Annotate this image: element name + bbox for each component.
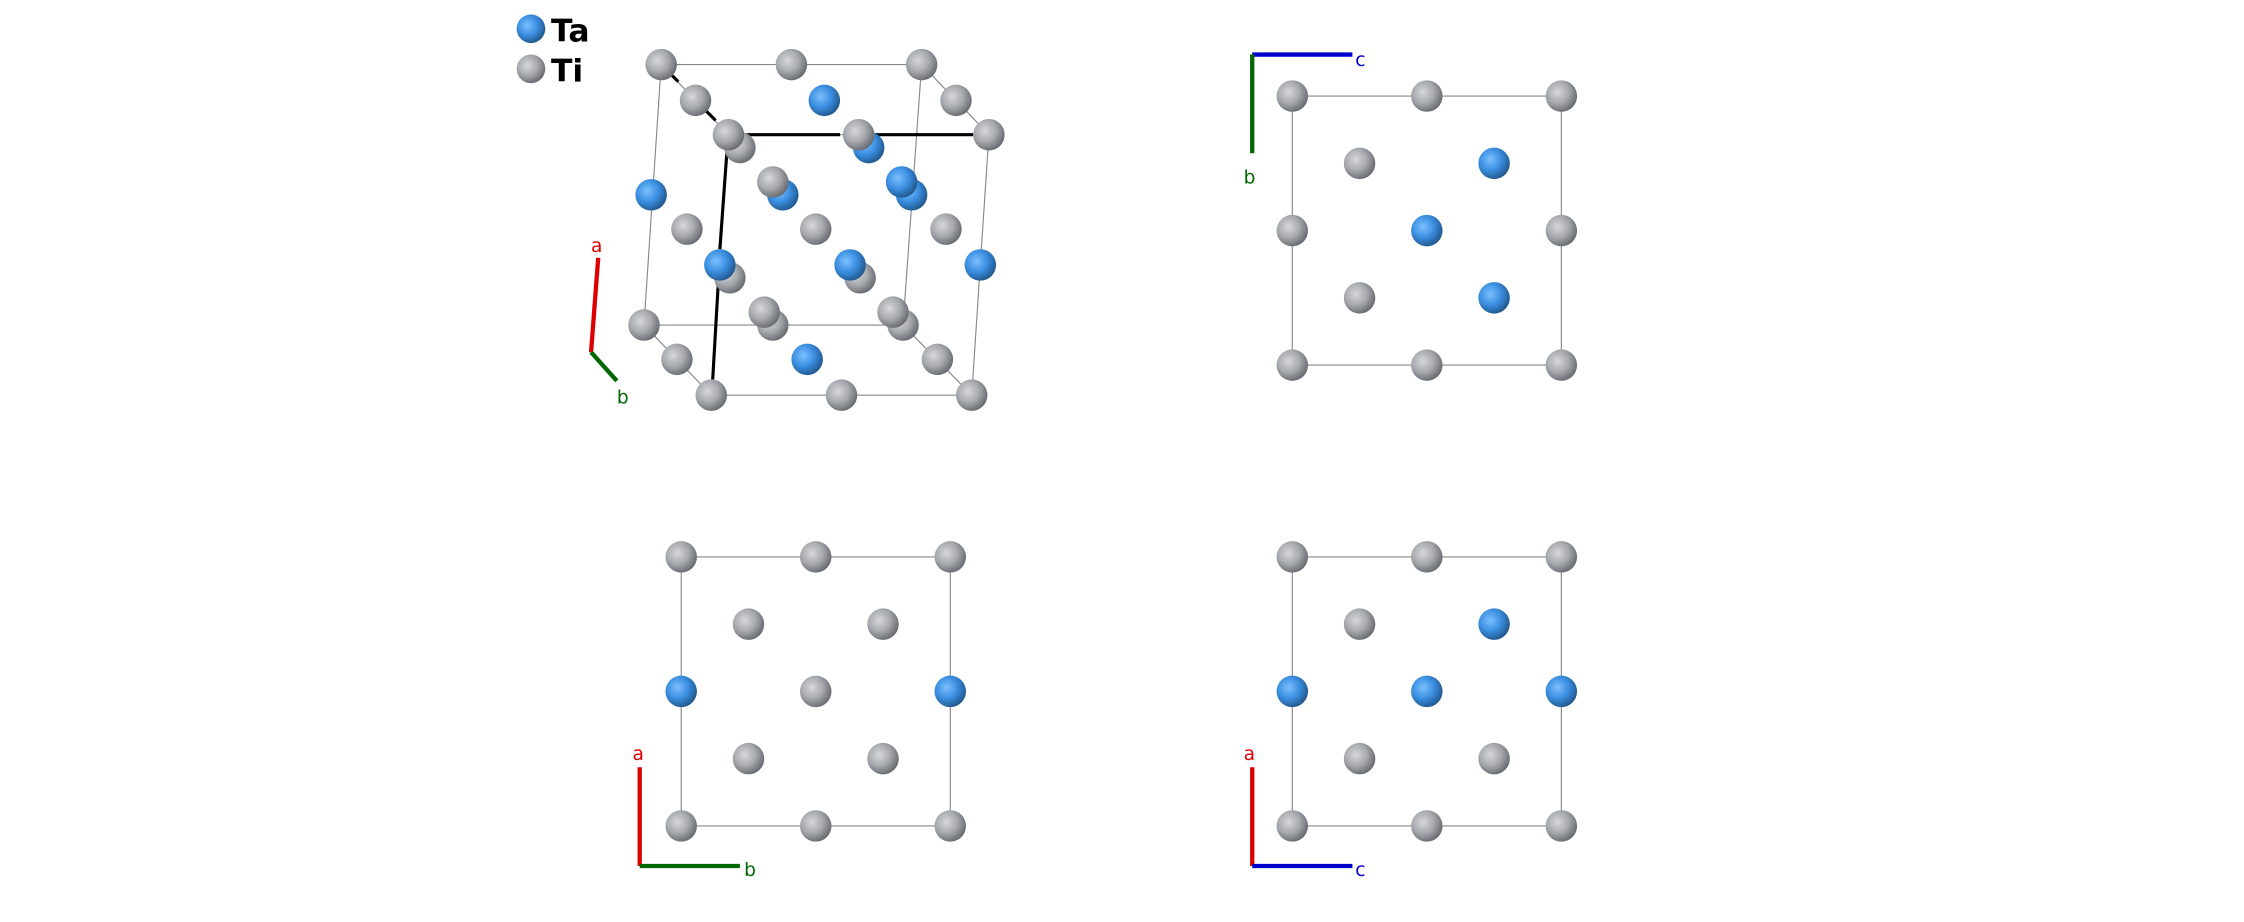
ti-atom — [930, 213, 962, 245]
ti-atom — [1478, 742, 1510, 775]
ti-atom — [921, 343, 954, 376]
ti-atom — [1343, 147, 1376, 180]
ti-atom — [799, 213, 832, 245]
atoms — [628, 48, 1578, 842]
ti-atom — [665, 541, 697, 573]
ti-atom — [732, 608, 765, 640]
unit-cells — [588, 52, 1562, 869]
ta-atom — [964, 249, 997, 281]
ti-atom — [934, 810, 967, 842]
ti-atom — [665, 810, 697, 842]
ti-atom — [1343, 282, 1376, 314]
legend-ta-label: Ta — [551, 14, 590, 50]
axis-label-b-perspective: b — [617, 388, 629, 409]
ti-atom — [1411, 810, 1443, 842]
ta-atom — [1478, 282, 1510, 314]
ta-atom — [635, 179, 667, 211]
ti-atom — [1276, 214, 1309, 247]
legend: Ta Ti — [516, 14, 590, 90]
legend-ta-swatch — [516, 14, 546, 44]
axis-label-b-view2: b — [1244, 167, 1256, 188]
ti-atom — [1545, 349, 1578, 381]
axis-label-b-view3: b — [744, 860, 756, 881]
ti-atom — [1545, 810, 1578, 842]
ti-atom — [661, 343, 693, 376]
ti-atom — [732, 742, 765, 775]
ta-atom — [791, 343, 823, 376]
ti-atom — [842, 118, 875, 151]
ti-atom — [775, 48, 808, 81]
ti-atom — [1276, 541, 1309, 573]
ti-atom — [799, 810, 832, 842]
axis-label-a-view3: a — [633, 744, 644, 765]
ti-atom — [712, 118, 745, 151]
legend-ti-swatch — [516, 54, 546, 84]
ti-atom — [799, 675, 832, 708]
ta-atom — [934, 675, 967, 708]
ti-atom — [679, 84, 712, 117]
ti-atom — [877, 296, 909, 328]
highlight-edge — [711, 280, 720, 380]
ti-atom — [1276, 810, 1309, 842]
ti-atom — [1545, 80, 1578, 112]
a-axis-arrow — [588, 257, 601, 353]
ti-atom — [1276, 349, 1309, 381]
ta-atom — [1478, 608, 1510, 640]
highlight-edge — [718, 150, 729, 250]
ti-atom — [867, 742, 899, 775]
ti-atom — [1411, 349, 1443, 381]
ti-atom — [757, 166, 789, 198]
ta-atom — [665, 675, 697, 708]
ti-atom — [1343, 742, 1376, 775]
ti-atom — [645, 48, 677, 81]
b-axis-arrow — [589, 350, 619, 383]
ti-atom — [825, 379, 858, 411]
ti-atom — [1411, 80, 1443, 112]
ta-atom — [1478, 147, 1510, 180]
ti-atom — [867, 608, 899, 640]
ti-atom — [1343, 608, 1376, 640]
ta-atom — [1276, 675, 1309, 708]
ta-atom — [1411, 675, 1443, 708]
ti-atom — [1545, 541, 1578, 573]
ta-atom — [1545, 675, 1578, 708]
ti-atom — [973, 118, 1005, 151]
ti-atom — [628, 309, 660, 341]
axis-label-a-perspective: a — [591, 236, 602, 257]
ti-atom — [799, 541, 832, 573]
ti-atom — [955, 379, 988, 411]
ti-atom — [1411, 541, 1443, 573]
axis-label-a-view4: a — [1244, 744, 1255, 765]
ti-atom — [695, 379, 728, 411]
ti-atom — [934, 541, 967, 573]
ta-atom — [704, 249, 736, 281]
axis-label-c-view4: c — [1355, 860, 1365, 881]
axis-labels: a b c b a b a c — [591, 50, 1365, 881]
ti-atom — [748, 296, 780, 328]
ti-atom — [1276, 80, 1309, 112]
ti-atom — [940, 84, 972, 117]
ti-atom — [671, 213, 703, 245]
axis-label-c-view2: c — [1355, 50, 1365, 71]
ta-atom — [834, 249, 866, 281]
ta-atom — [1411, 214, 1443, 247]
legend-ti-label: Ti — [551, 54, 583, 90]
ta-atom — [808, 84, 841, 117]
ti-atom — [905, 48, 938, 81]
ti-atom — [1545, 214, 1578, 247]
ta-atom — [885, 166, 918, 198]
